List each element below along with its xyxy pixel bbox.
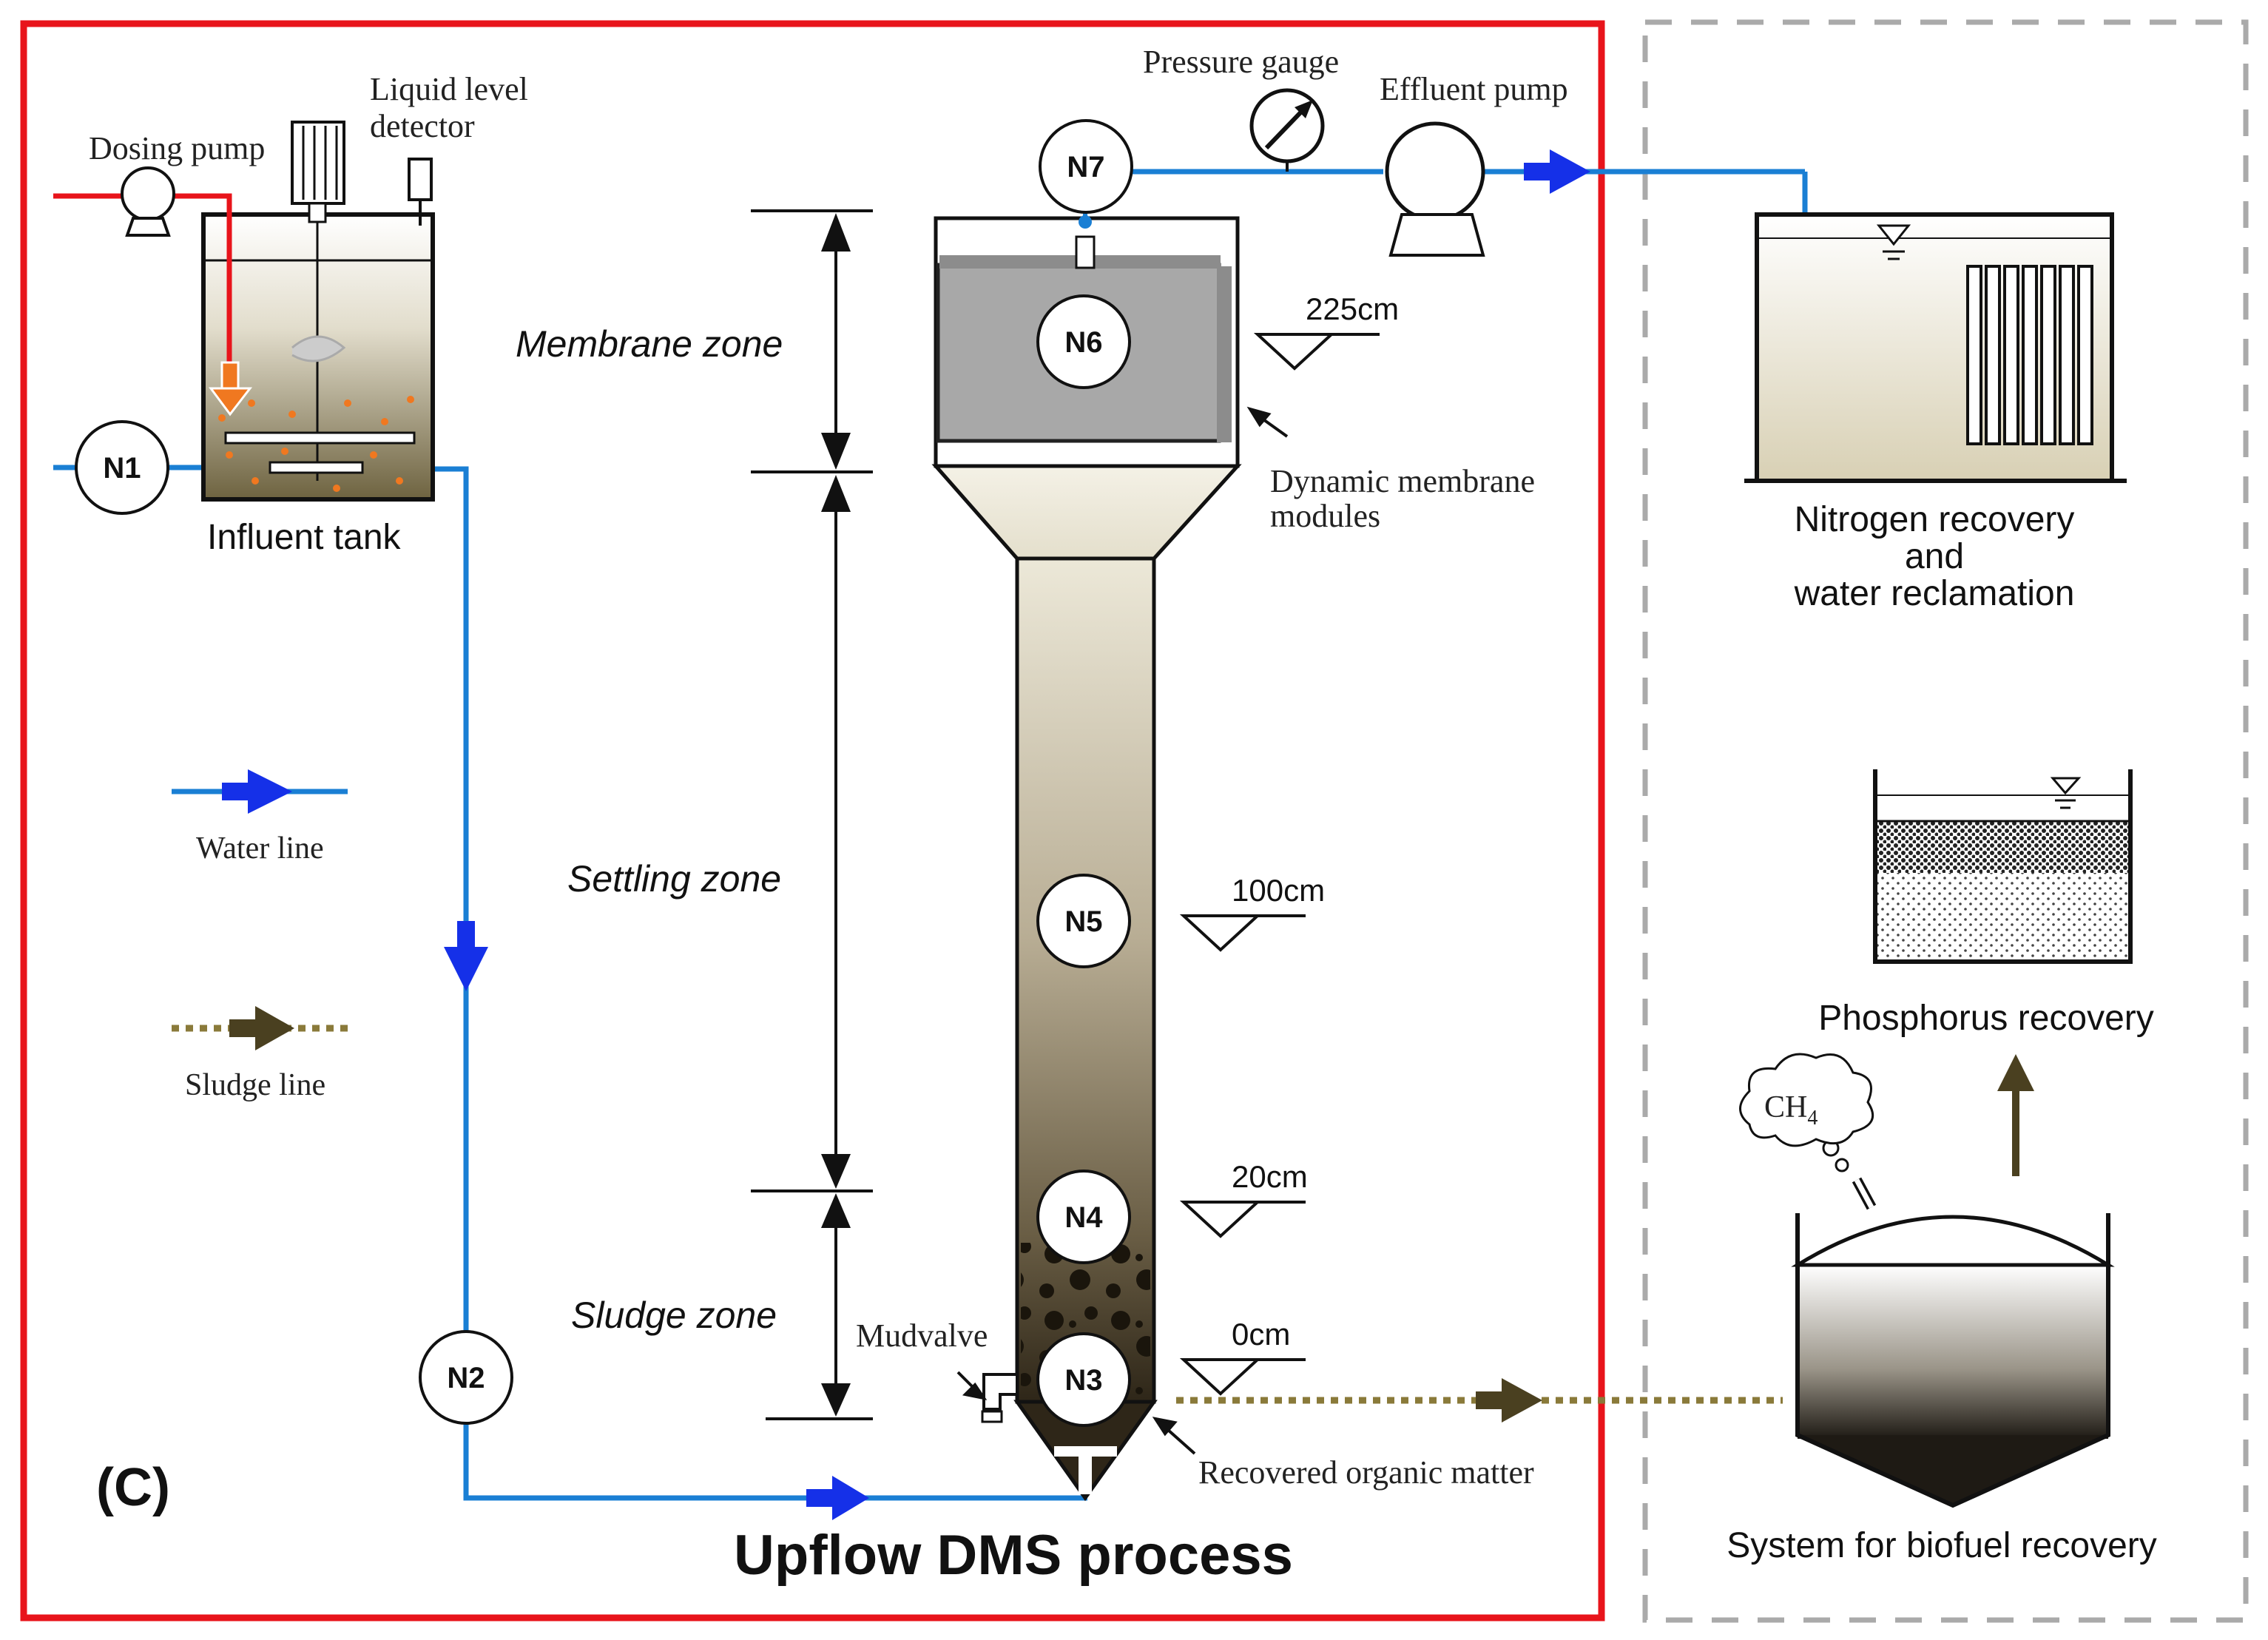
node-n3: N3	[1036, 1332, 1131, 1427]
water-flow-arrows	[222, 149, 1590, 1520]
liquid-level-detector-label-1: Liquid level	[370, 71, 528, 107]
process-title: Upflow DMS process	[734, 1524, 1293, 1587]
svg-text:20cm: 20cm	[1232, 1159, 1308, 1194]
pointer-arrows	[956, 406, 1289, 1455]
effluent-pump-icon	[1385, 121, 1485, 257]
dosing-pump-icon	[121, 166, 175, 221]
dynamic-membrane-label-1: Dynamic membrane	[1270, 463, 1535, 499]
recovery-systems-frame	[1642, 19, 2249, 1623]
level-marker-20: 20cm	[1179, 1159, 1308, 1238]
liquid-level-detector-label-2: detector	[370, 108, 475, 144]
node-n5: N5	[1036, 874, 1131, 968]
sludge-flow-arrow-icon	[1502, 1378, 1542, 1423]
legend-sludge-line-label: Sludge line	[185, 1068, 325, 1102]
legend-sludge-arrow-icon	[255, 1006, 294, 1050]
nitrogen-label-2: and	[1905, 537, 1964, 576]
svg-text:N3: N3	[1064, 1364, 1102, 1397]
nitrogen-label-1: Nitrogen recovery	[1795, 500, 2075, 539]
dosing-arrow-icon	[209, 387, 253, 416]
mudvalve-label: Mudvalve	[856, 1317, 988, 1354]
membrane-zone-label: Membrane zone	[516, 323, 783, 365]
node-n6: N6	[1036, 294, 1131, 389]
legend-water-line-label: Water line	[196, 831, 324, 865]
svg-text:N5: N5	[1064, 905, 1102, 938]
level-marker-100: 100cm	[1179, 873, 1325, 952]
pressure-gauge-label: Pressure gauge	[1143, 44, 1339, 80]
svg-text:N2: N2	[447, 1362, 485, 1394]
mudvalve-icon	[982, 1373, 1019, 1411]
node-n1: N1	[75, 420, 169, 515]
up-arrow-icon	[1997, 1054, 2034, 1091]
svg-text:100cm: 100cm	[1232, 873, 1325, 908]
biofuel-label: System for biofuel recovery	[1727, 1526, 2157, 1565]
zone-dimension-arrowheads	[821, 213, 851, 1417]
effluent-pump-label: Effluent pump	[1380, 71, 1568, 107]
svg-text:N7: N7	[1067, 151, 1104, 183]
svg-text:225cm: 225cm	[1306, 291, 1399, 326]
dynamic-membrane-label-2: modules	[1270, 498, 1380, 534]
legend: Water line Sludge line	[172, 831, 351, 1102]
ch4-cloud-icon	[1739, 1053, 1874, 1147]
svg-text:N6: N6	[1064, 326, 1102, 359]
svg-text:N1: N1	[103, 452, 141, 485]
influent-tank-label: Influent tank	[207, 518, 402, 557]
level-marker-225: 225cm	[1253, 291, 1399, 371]
level-marker-0: 0cm	[1179, 1317, 1306, 1396]
mixer-motor	[291, 121, 345, 205]
node-n4: N4	[1036, 1170, 1131, 1264]
panel-label: (C)	[96, 1458, 170, 1517]
phosphorus-label: Phosphorus recovery	[1818, 999, 2154, 1038]
recovered-organic-matter-label: Recovered organic matter	[1198, 1454, 1534, 1491]
node-n7: N7	[1039, 119, 1133, 214]
svg-text:N4: N4	[1064, 1201, 1103, 1234]
svg-text:0cm: 0cm	[1232, 1317, 1290, 1352]
influent-tank	[201, 121, 435, 502]
settling-zone-label: Settling zone	[567, 858, 781, 900]
pressure-gauge-icon	[1249, 88, 1325, 172]
zone-dimension-lines	[751, 209, 873, 1420]
biofuel-digester	[1739, 1053, 2115, 1508]
ch4-label: CH4	[1764, 1090, 1818, 1130]
dosing-pump-label: Dosing pump	[89, 130, 265, 166]
dosing-system	[53, 166, 253, 416]
nitrogen-recovery-tank	[1744, 212, 2127, 483]
node-n2: N2	[419, 1330, 513, 1425]
nitrogen-label-3: water reclamation	[1794, 574, 2075, 613]
phosphorus-recovery-tank	[1873, 769, 2133, 964]
mixing-swirl-icon	[291, 335, 346, 362]
dms-process-frame	[20, 20, 1605, 1622]
liquid-level-detector	[408, 158, 433, 201]
sludge-zone-label: Sludge zone	[571, 1295, 777, 1336]
